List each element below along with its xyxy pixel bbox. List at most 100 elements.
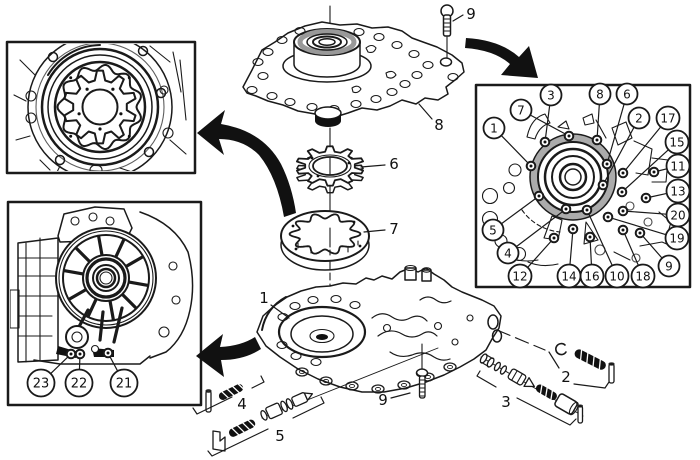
bolt-center-23	[69, 352, 73, 356]
bolt-center-16	[588, 235, 592, 239]
callout-label-7: 7	[389, 220, 399, 238]
inset-sequence-border	[474, 83, 692, 289]
gasket-ring	[40, 47, 160, 167]
callout-label-9: 9	[378, 391, 388, 409]
callout-label-5: 5	[275, 427, 285, 445]
arrow-to-case-inset	[196, 334, 261, 377]
callout-leader-4	[515, 211, 563, 248]
callout-leader-16	[589, 241, 593, 266]
callout-leader-7	[363, 229, 386, 233]
callout-leader-12	[527, 241, 552, 269]
callout-label-5: 5	[489, 223, 497, 237]
callout-label-9: 9	[466, 5, 476, 23]
bolt-center-5	[537, 194, 541, 198]
spring-group-2	[548, 342, 615, 389]
callout-label-17: 17	[660, 111, 675, 125]
callout-leader-1	[270, 304, 290, 319]
callout-leader-18	[624, 234, 640, 267]
callout-circle-8	[588, 82, 612, 106]
callout-label-6: 6	[389, 155, 399, 173]
callout-label-4: 4	[237, 395, 247, 413]
inset-rotor-closeup	[5, 40, 197, 175]
pump-driven-rotor	[280, 185, 370, 305]
coil-spring-4	[218, 383, 246, 400]
bolt-center-12	[552, 236, 556, 240]
bolt-center-3	[543, 140, 547, 144]
callout-circle-18	[630, 263, 656, 289]
callout-label-19: 19	[669, 231, 684, 245]
callout-circle-22	[64, 368, 94, 398]
callout-circle-13	[665, 178, 691, 204]
callout-leader-3	[545, 104, 551, 138]
callout-circle-5	[481, 218, 505, 242]
bolt-center-10	[585, 208, 589, 212]
coil-spring-3	[535, 384, 557, 401]
callout-leader-11	[658, 168, 668, 172]
bolt-center-22	[78, 352, 82, 356]
pump-cover	[242, 5, 465, 127]
callout-label-11: 11	[670, 159, 685, 173]
callout-leader-10	[588, 214, 613, 267]
callout-circle-1	[482, 116, 506, 140]
callout-circle-3	[539, 83, 563, 107]
bolt-center-8	[595, 138, 599, 142]
callout-label-20: 20	[670, 208, 685, 222]
pump-body	[256, 264, 546, 394]
callout-label-12: 12	[512, 269, 527, 283]
callout-label-6: 6	[623, 87, 631, 101]
callout-leader-9	[390, 392, 411, 399]
coil-spring-5	[229, 419, 256, 437]
callout-circle-21	[109, 368, 139, 398]
callout-label-23: 23	[33, 377, 50, 392]
valve-spool-5	[260, 392, 314, 421]
bolt-center-9	[638, 231, 642, 235]
callout-label-16: 16	[584, 269, 599, 283]
callout-leader-15	[625, 149, 670, 190]
callout-circle-15	[664, 129, 690, 155]
arrow-to-sequence-inset	[465, 38, 538, 78]
callout-circle-10	[604, 263, 630, 289]
bolt-center-13	[644, 196, 648, 200]
callout-circle-11	[665, 153, 691, 179]
spring-pin-group-4	[192, 375, 265, 415]
callout-label-15: 15	[669, 135, 684, 149]
callout-circle-23	[26, 368, 56, 398]
callout-circle-2	[627, 106, 651, 130]
callout-label-9: 9	[665, 259, 673, 273]
callout-leader-17	[625, 126, 662, 170]
bolt-center-4	[564, 207, 568, 211]
callout-circle-17	[655, 105, 681, 131]
arrow-to-rotor-inset	[197, 110, 296, 217]
callout-leader-14	[569, 233, 574, 266]
callout-label-2: 2	[561, 368, 571, 386]
valve-group-5	[207, 347, 439, 457]
valve-group-3	[476, 353, 584, 426]
callout-label-2: 2	[635, 111, 643, 125]
callout-leader-8	[596, 103, 600, 136]
callout-label-14: 14	[561, 269, 576, 283]
callout-label-8: 8	[596, 87, 604, 101]
callout-leader-1	[500, 134, 528, 163]
callout-label-22: 22	[71, 377, 88, 392]
bolt-center-18	[621, 228, 625, 232]
callout-leader-19	[612, 217, 667, 236]
pump-drive-gear	[296, 127, 364, 194]
callout-leader-2	[604, 126, 635, 182]
bolt-center-17	[621, 171, 625, 175]
coil-spring-2	[574, 349, 606, 370]
callout-label-3: 3	[501, 393, 511, 411]
callout-circle-7	[509, 98, 533, 122]
callout-label-4: 4	[504, 246, 512, 260]
bolt-center-19	[606, 215, 610, 219]
inset-rotor-border	[5, 40, 197, 175]
callout-label-13: 13	[670, 184, 685, 198]
callout-leader-21	[109, 356, 119, 372]
bolt-center-7	[567, 134, 571, 138]
callout-label-3: 3	[547, 88, 555, 102]
callout-circle-4	[496, 241, 520, 265]
